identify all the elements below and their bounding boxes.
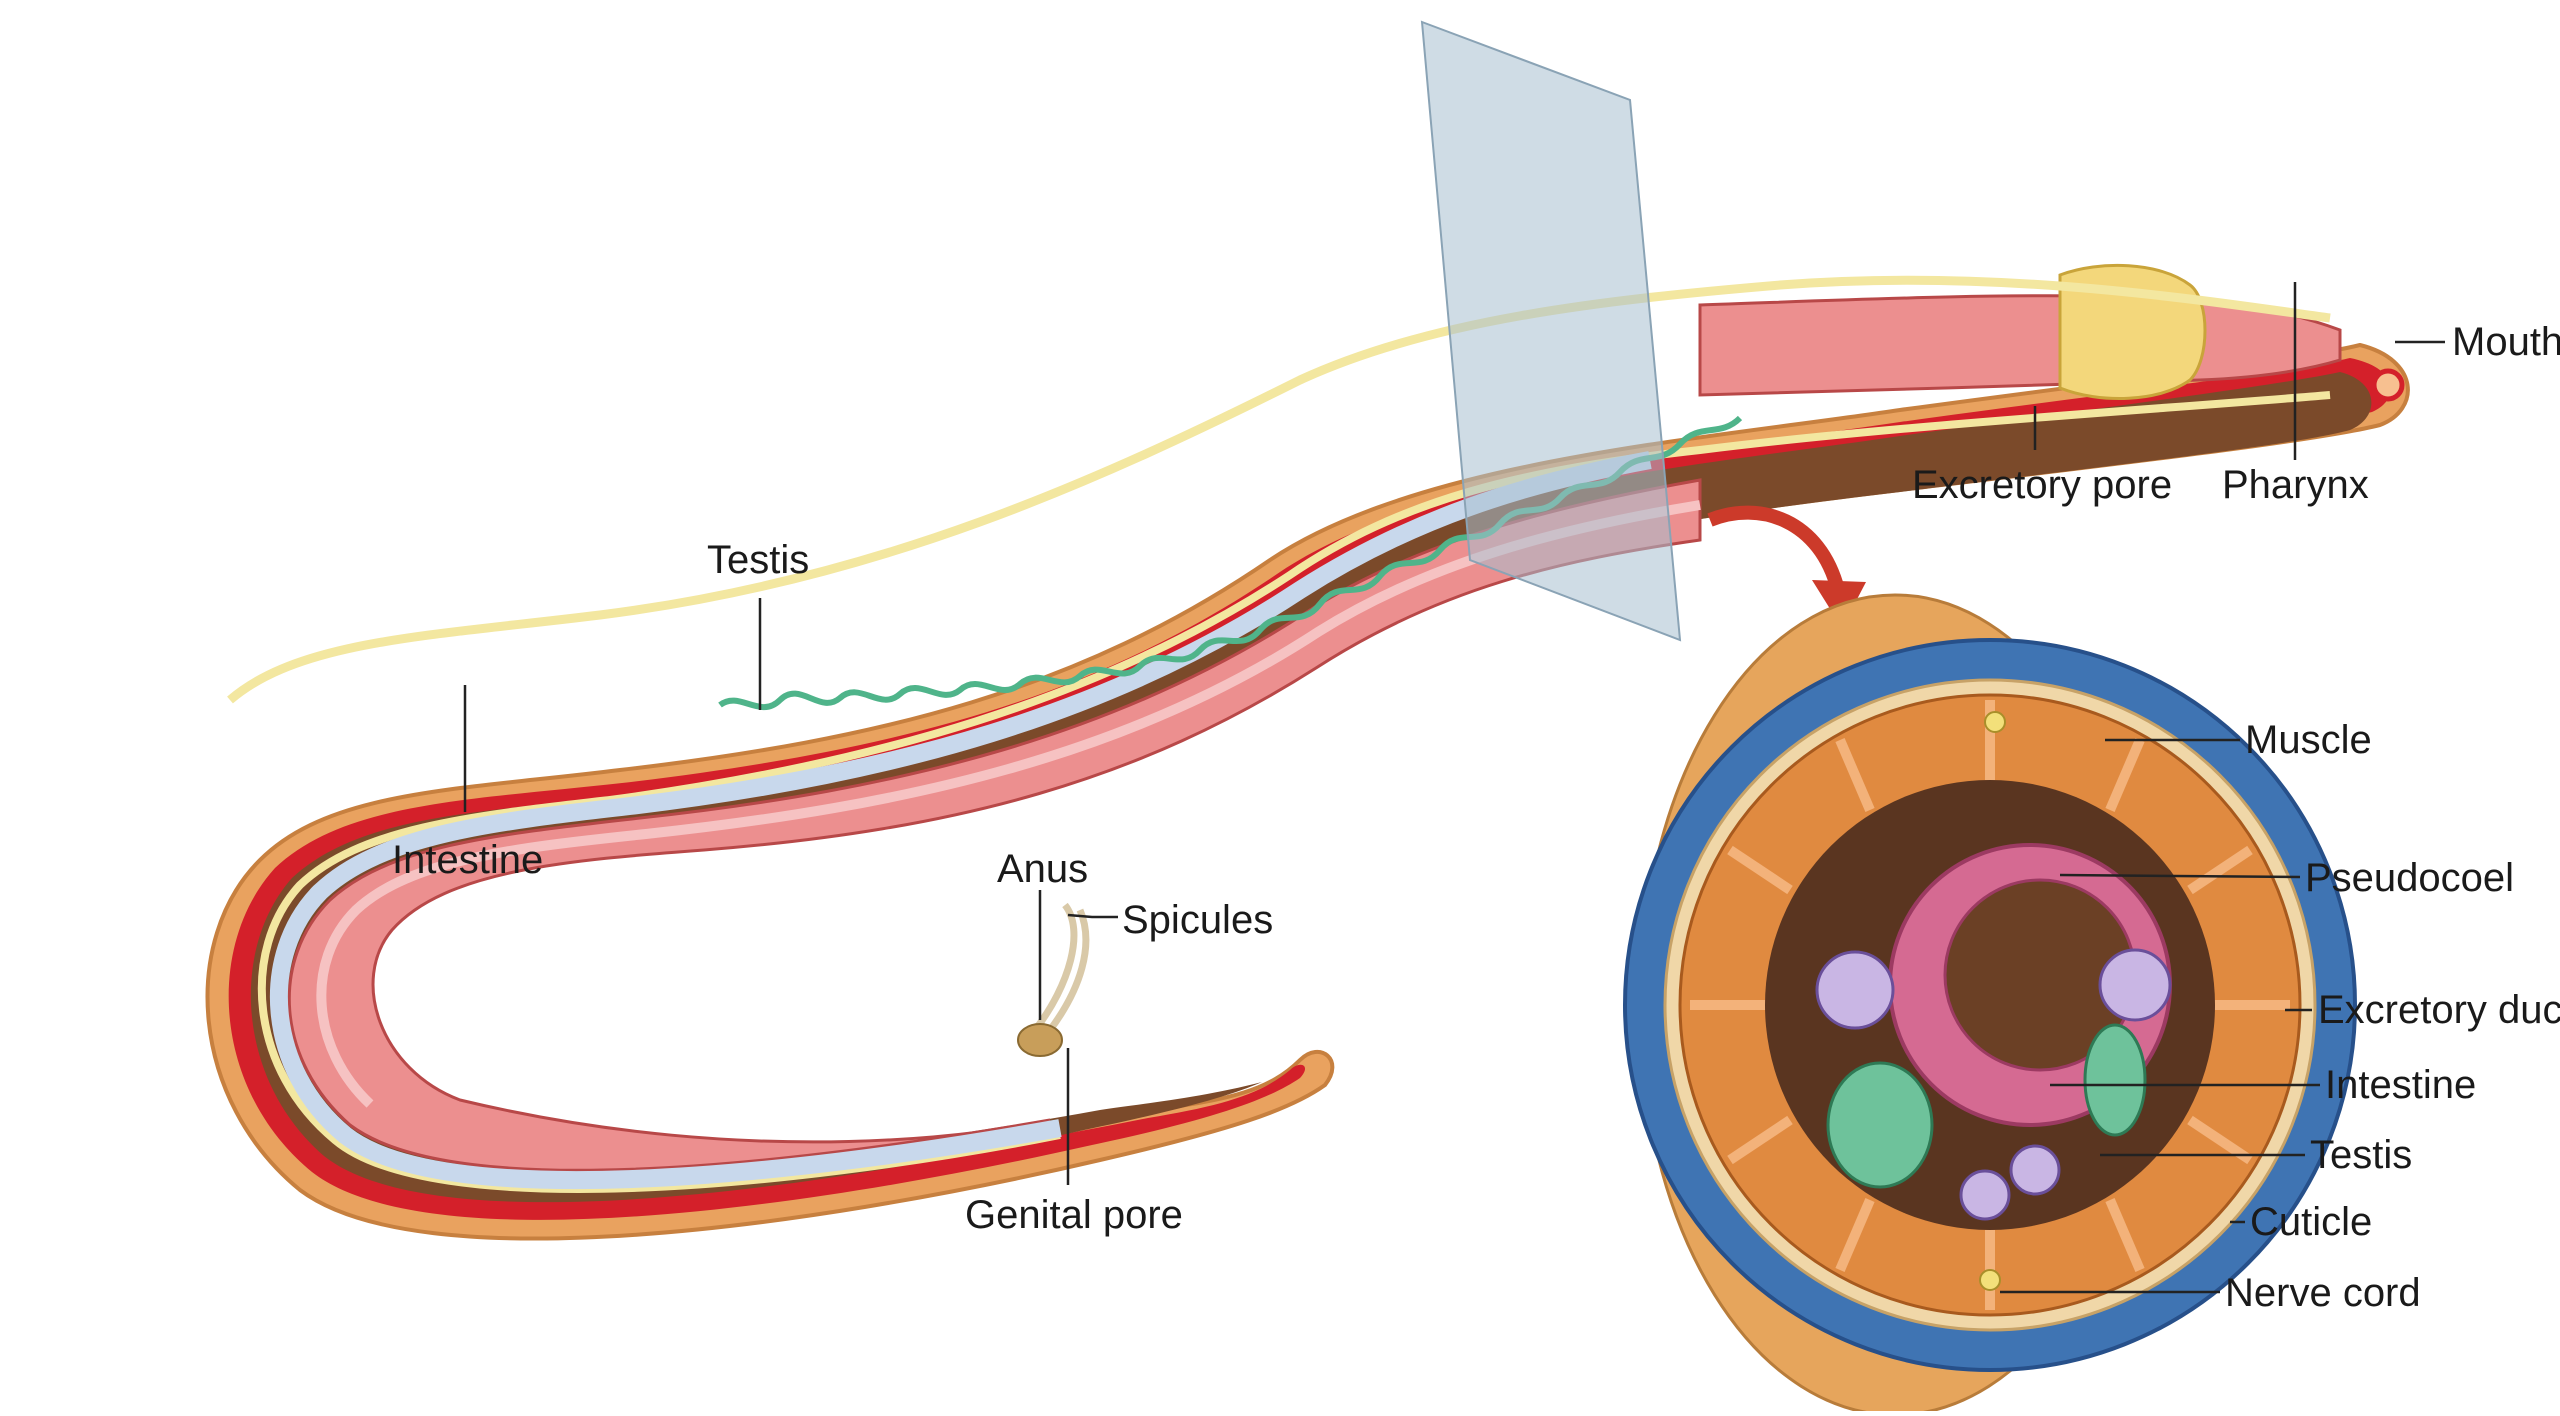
label-cuticle: Cuticle — [2250, 1200, 2372, 1244]
label-excretory-pore: Excretory pore — [1912, 463, 2172, 507]
label-spicules: Spicules — [1122, 898, 1273, 942]
label-testis-body: Testis — [707, 538, 809, 582]
spicules-structure — [1035, 905, 1086, 1030]
label-genital-pore: Genital pore — [965, 1193, 1183, 1237]
label-anus: Anus — [997, 847, 1088, 891]
mouth-opening — [2374, 371, 2402, 399]
label-pharynx: Pharynx — [2222, 463, 2369, 507]
label-intestine-section: Intestine — [2325, 1063, 2476, 1107]
label-intestine-body: Intestine — [392, 838, 543, 882]
label-excretory-duct: Excretory duct — [2318, 988, 2560, 1032]
cloaca-bulge — [1018, 1024, 1062, 1056]
label-muscle: Muscle — [2245, 718, 2372, 762]
label-pseudocoel: Pseudocoel — [2305, 856, 2514, 900]
label-testis-section: Testis — [2310, 1133, 2412, 1177]
label-mouth: Mouth — [2452, 320, 2560, 364]
label-nerve-cord: Nerve cord — [2225, 1271, 2421, 1315]
